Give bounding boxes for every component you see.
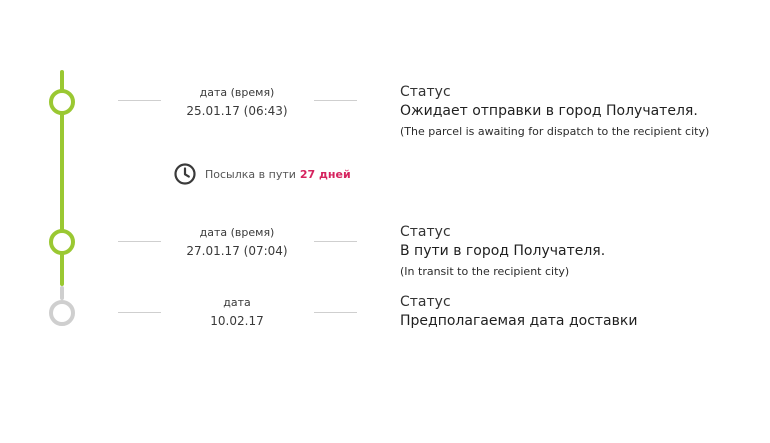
event-status-block: Статус В пути в город Получателя. (In tr…: [400, 224, 765, 280]
timeline-track-pending: [60, 286, 64, 300]
clock-icon: [174, 163, 196, 185]
connector-line: [314, 241, 357, 242]
date-label: дата (время): [199, 86, 275, 99]
event-date-block: дата (время) 27.01.17 (07:04): [162, 225, 312, 260]
timeline-node-completed: [49, 229, 75, 255]
status-text: Ожидает отправки в город Получателя.: [400, 103, 698, 119]
transit-days: 27 дней: [299, 167, 351, 181]
transit-label: Посылка в пути: [205, 167, 296, 181]
event-date-block: дата 10.02.17: [162, 295, 312, 330]
transit-duration: Посылка в пути 27 дней: [173, 162, 351, 186]
timeline-track-completed: [60, 70, 64, 286]
date-value: 10.02.17: [210, 314, 264, 328]
status-text: В пути в город Получателя.: [400, 243, 606, 259]
status-label: Статус: [400, 294, 451, 310]
timeline-node-completed: [49, 89, 75, 115]
timeline-node-pending: [49, 300, 75, 326]
status-label: Статус: [400, 224, 451, 240]
event-status-block: Статус Ожидает отправки в город Получате…: [400, 84, 765, 140]
connector-line: [314, 100, 357, 101]
connector-line: [314, 312, 357, 313]
date-value: 25.01.17 (06:43): [186, 104, 288, 118]
status-label: Статус: [400, 84, 451, 100]
event-status-block: Статус Предполагаемая дата доставки: [400, 294, 765, 331]
status-text: Предполагаемая дата доставки: [400, 313, 638, 329]
date-label: дата (время): [199, 226, 275, 239]
status-note: (In transit to the recipient city): [400, 265, 570, 278]
date-label: дата: [223, 296, 251, 309]
event-date-block: дата (время) 25.01.17 (06:43): [162, 85, 312, 120]
connector-line: [118, 100, 161, 101]
date-value: 27.01.17 (07:04): [186, 244, 288, 258]
status-note: (The parcel is awaiting for dispatch to …: [400, 125, 710, 138]
connector-line: [118, 312, 161, 313]
connector-line: [118, 241, 161, 242]
